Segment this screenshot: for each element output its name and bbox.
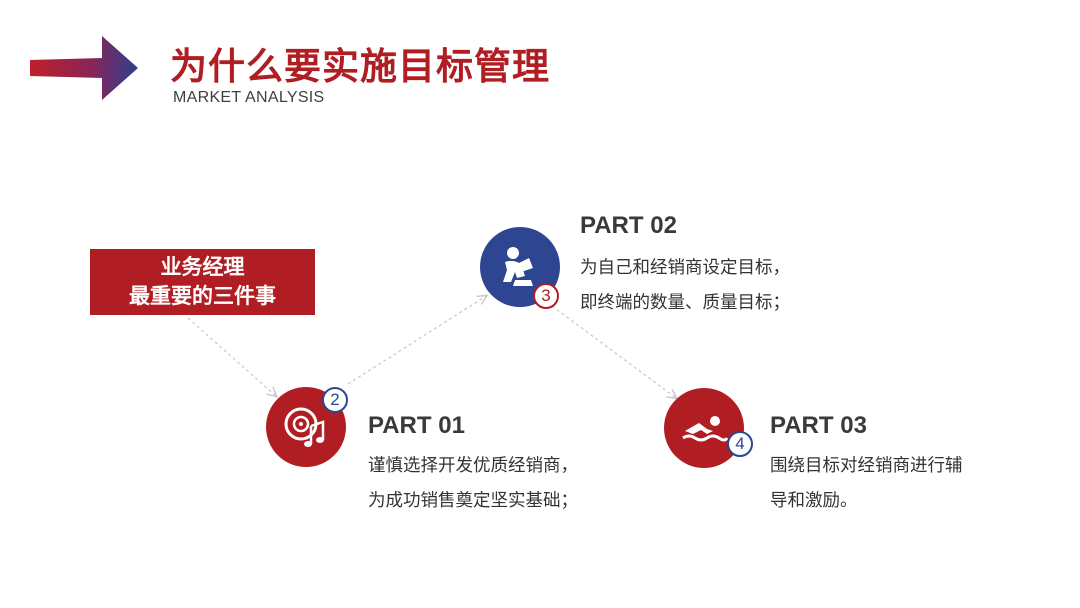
label-box-line1: 业务经理: [160, 255, 245, 279]
part01-title: PART 01: [368, 412, 465, 439]
part03-title: PART 03: [770, 412, 867, 439]
music-disc-icon: [284, 407, 325, 447]
page-subtitle: MARKET ANALYSIS: [173, 89, 325, 106]
part01-badge: 2: [322, 387, 348, 413]
part03-desc-line1: 围绕目标对经销商进行辅: [770, 456, 963, 476]
part02-desc: 为自己和经销商设定目标， 即终端的数量、质量目标；: [580, 251, 790, 321]
connector-part01-to-part02: [347, 296, 486, 385]
swimmer-icon: [682, 416, 729, 442]
label-box: 业务经理 最重要的三件事: [90, 249, 315, 315]
part03-badge: 4: [727, 431, 753, 457]
part03-desc: 围绕目标对经销商进行辅 导和激励。: [770, 449, 963, 519]
page-title: 为什么要实施目标管理: [170, 45, 550, 88]
arrow-right-icon: [30, 36, 138, 100]
reader-icon: [503, 247, 533, 286]
part03-circle: [664, 388, 744, 468]
part01-desc-line1: 谨慎选择开发优质经销商，: [368, 456, 578, 476]
part02-desc-line2: 即终端的数量、质量目标；: [580, 293, 790, 313]
connector-part02-to-part03: [551, 305, 676, 398]
part02-badge: 3: [533, 283, 559, 309]
part01-desc-line2: 为成功销售奠定坚实基础；: [368, 491, 578, 511]
part03-desc-line2: 导和激励。: [770, 491, 858, 511]
connector-box-to-part01: [187, 317, 276, 396]
label-box-line2: 最重要的三件事: [129, 284, 276, 308]
part02-desc-line1: 为自己和经销商设定目标，: [580, 258, 790, 278]
part01-desc: 谨慎选择开发优质经销商， 为成功销售奠定坚实基础；: [368, 449, 578, 519]
part02-title: PART 02: [580, 212, 677, 239]
